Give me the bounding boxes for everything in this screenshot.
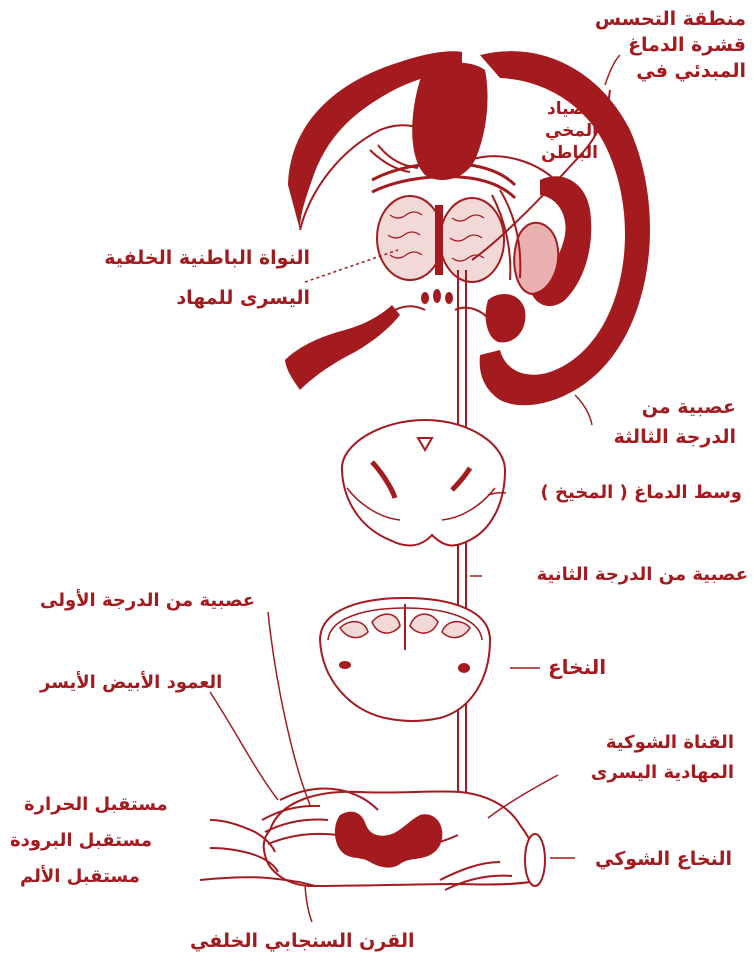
midline-small-1 <box>421 292 429 304</box>
third-order-label: عصبية من الدرجة الثالثة <box>614 392 736 452</box>
pain-receptor-text: مستقبل الألم <box>20 864 140 890</box>
white-column-label-text: العمود الأبيض الأيسر <box>40 670 222 696</box>
white-column-leader <box>210 692 278 800</box>
cortex-label-line1: منطقة التحسس <box>595 6 746 32</box>
cold-receptor-label: مستقبل البرودة <box>10 828 152 854</box>
medulla-label: النخاع <box>548 654 606 680</box>
second-order-label: عصبية من الدرجة الثانية <box>537 562 748 588</box>
brain-lower-edge <box>395 306 488 318</box>
cold-receptor-text: مستقبل البرودة <box>10 828 152 854</box>
third-order-line2: الدرجة الثالثة <box>614 422 736 452</box>
medulla-section <box>320 598 540 721</box>
heat-receptor-label: مستقبل الحرارة <box>24 792 168 818</box>
internal-capsule-label: الصياد المخي الباطن <box>488 98 598 164</box>
medulla-dot-left <box>339 661 351 669</box>
midbrain-label: وسط الدماغ ( المخيخ ) <box>541 480 743 506</box>
midbrain-label-text: وسط الدماغ ( المخيخ ) <box>541 480 743 506</box>
cortex-label-line2: قشرة الدماغ <box>595 32 746 58</box>
thalamus-right <box>440 198 504 282</box>
medulla-dot-right <box>458 663 470 673</box>
thalamus-left <box>377 196 443 280</box>
spinal-cord-end <box>525 834 545 886</box>
midbrain-section <box>342 420 506 545</box>
third-order-line1: عصبية من <box>614 392 736 422</box>
internal-capsule-line2: المخي <box>488 120 598 142</box>
spinal-cord-text: النخاع الشوكي <box>595 846 732 872</box>
first-order-label-text: عصبية من الدرجة الأولى <box>40 588 255 614</box>
white-column-label: العمود الأبيض الأيسر <box>40 670 222 696</box>
dorsal-horn-leader <box>305 885 312 922</box>
first-order-label: عصبية من الدرجة الأولى <box>40 588 255 614</box>
midline-small-2 <box>433 289 441 303</box>
cortex-label: منطقة التحسس قشرة الدماغ المبدئي في <box>595 6 746 84</box>
second-order-label-text: عصبية من الدرجة الثانية <box>537 562 748 588</box>
first-order-leader <box>268 612 310 805</box>
spinothalamic-line2: المهادية اليسرى <box>591 758 734 788</box>
internal-capsule-line3: الباطن <box>488 142 598 164</box>
cortex-right-inner2 <box>486 294 526 342</box>
thalamus-label-line1: النواة الباطنية الخلفية <box>48 238 310 278</box>
dorsal-horn-label: القرن السنجابي الخلفي <box>190 928 415 954</box>
thalamus-label-line2: اليسرى للمهاد <box>48 278 310 318</box>
thalamus-leader <box>305 250 398 282</box>
heat-receptor-text: مستقبل الحرارة <box>24 792 168 818</box>
dorsal-horn-text: القرن السنجابي الخلفي <box>190 928 415 954</box>
medulla-label-text: النخاع <box>548 654 606 680</box>
internal-capsule-line1: الصياد <box>488 98 598 120</box>
spinothalamic-line1: القناة الشوكية <box>591 728 734 758</box>
spinal-cord-label: النخاع الشوكي <box>595 846 732 872</box>
thalamus-label: النواة الباطنية الخلفية اليسرى للمهاد <box>48 238 310 318</box>
cortex-label-line3: المبدئي في <box>595 58 746 84</box>
third-order-leader <box>575 395 592 425</box>
pain-receptor-label: مستقبل الألم <box>20 864 140 890</box>
midline-small-3 <box>445 292 453 304</box>
midline-stem <box>435 205 443 275</box>
spinothalamic-label: القناة الشوكية المهادية اليسرى <box>591 728 734 788</box>
